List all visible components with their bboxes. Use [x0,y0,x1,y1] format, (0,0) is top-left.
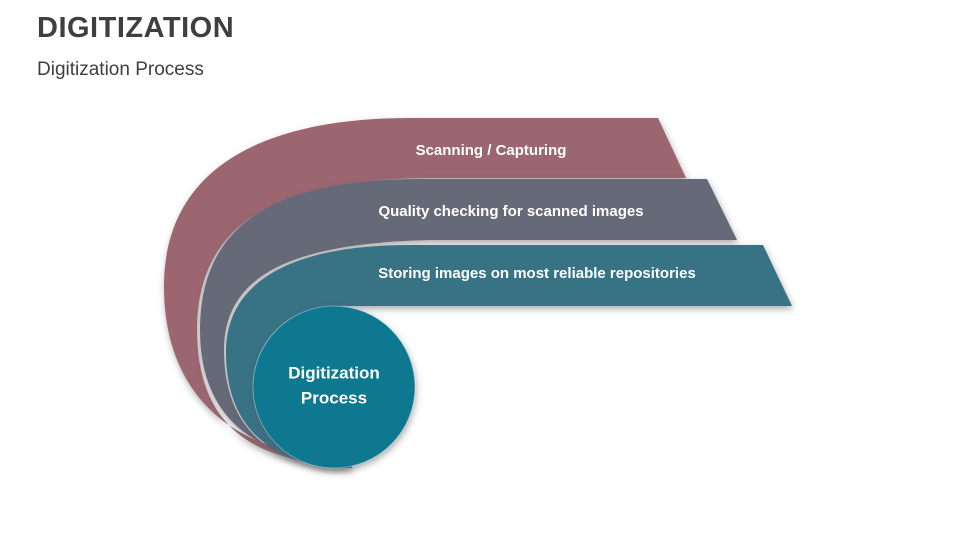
band-scanning-capturing-shape [164,118,686,464]
process-circle-label-line2: Process [301,388,367,407]
band-quality-checking-label: Quality checking for scanned images [378,203,643,220]
band-storing-images-label: Storing images on most reliable reposito… [378,265,696,282]
band-storing-images-shape [226,245,792,468]
process-circle [252,305,416,469]
band-scanning-capturing-label: Scanning / Capturing [416,142,567,159]
band-quality-checking-shape [200,179,737,468]
page-subtitle: Digitization Process [37,59,204,80]
page-title: DIGITIZATION [37,12,235,44]
process-circle-label-line1: Digitization [288,363,380,382]
